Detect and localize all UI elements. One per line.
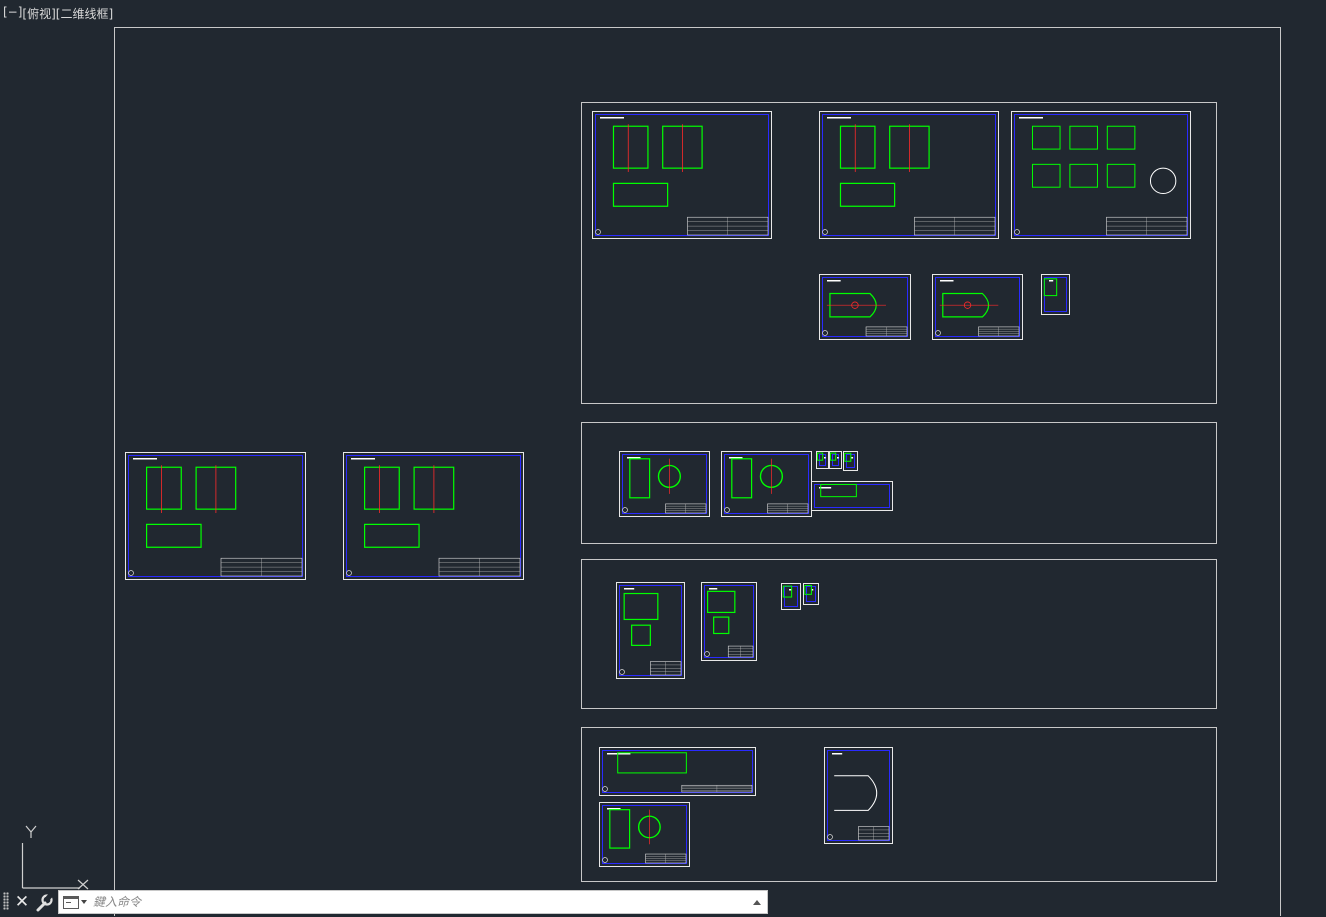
visual-style[interactable]: [二维线框]	[55, 7, 114, 21]
command-input-box	[58, 890, 768, 914]
drawing-sheet[interactable]	[599, 802, 690, 867]
drawing-sheet[interactable]	[619, 451, 710, 517]
view-direction[interactable]: [俯视]	[22, 7, 56, 21]
drawing-sheet[interactable]	[701, 582, 757, 661]
drawing-sheet[interactable]	[721, 451, 812, 517]
drawing-sheet[interactable]	[811, 481, 893, 511]
group-frame-4	[581, 727, 1217, 882]
command-line-bar: ✕	[0, 889, 770, 915]
drawing-sheet[interactable]	[819, 111, 999, 239]
drawing-sheet[interactable]	[819, 274, 911, 340]
drawing-sheet[interactable]	[843, 451, 858, 471]
drawing-sheet[interactable]	[824, 747, 893, 844]
viewport-label: [−] [俯视] [二维线框]	[3, 5, 113, 22]
viewport-control[interactable]: [−]	[3, 5, 23, 19]
ucs-icon	[21, 825, 89, 890]
drawing-sheet[interactable]	[343, 452, 524, 580]
command-input[interactable]	[93, 891, 733, 913]
drag-handle[interactable]	[3, 892, 9, 910]
drawing-sheet[interactable]	[829, 451, 842, 469]
group-frame-1	[581, 102, 1217, 404]
drawing-sheet[interactable]	[125, 452, 306, 580]
drawing-sheet[interactable]	[816, 451, 829, 469]
drawing-sheet[interactable]	[599, 747, 756, 796]
group-frame-2	[581, 422, 1217, 544]
wrench-icon[interactable]	[34, 891, 54, 913]
drawing-sheet[interactable]	[1011, 111, 1191, 239]
drawing-sheet[interactable]	[592, 111, 772, 239]
close-icon[interactable]: ✕	[14, 892, 30, 912]
drawing-sheet[interactable]	[803, 583, 819, 605]
chevron-up-icon[interactable]	[753, 900, 761, 905]
drawing-sheet[interactable]	[781, 583, 801, 610]
drawing-sheet[interactable]	[616, 582, 685, 679]
drawing-sheet[interactable]	[932, 274, 1023, 340]
group-frame-3	[581, 559, 1217, 709]
chevron-down-icon[interactable]	[81, 900, 87, 904]
command-prompt-icon[interactable]	[63, 896, 79, 909]
layout-frame	[114, 27, 1281, 916]
drawing-sheet[interactable]	[1041, 274, 1070, 315]
